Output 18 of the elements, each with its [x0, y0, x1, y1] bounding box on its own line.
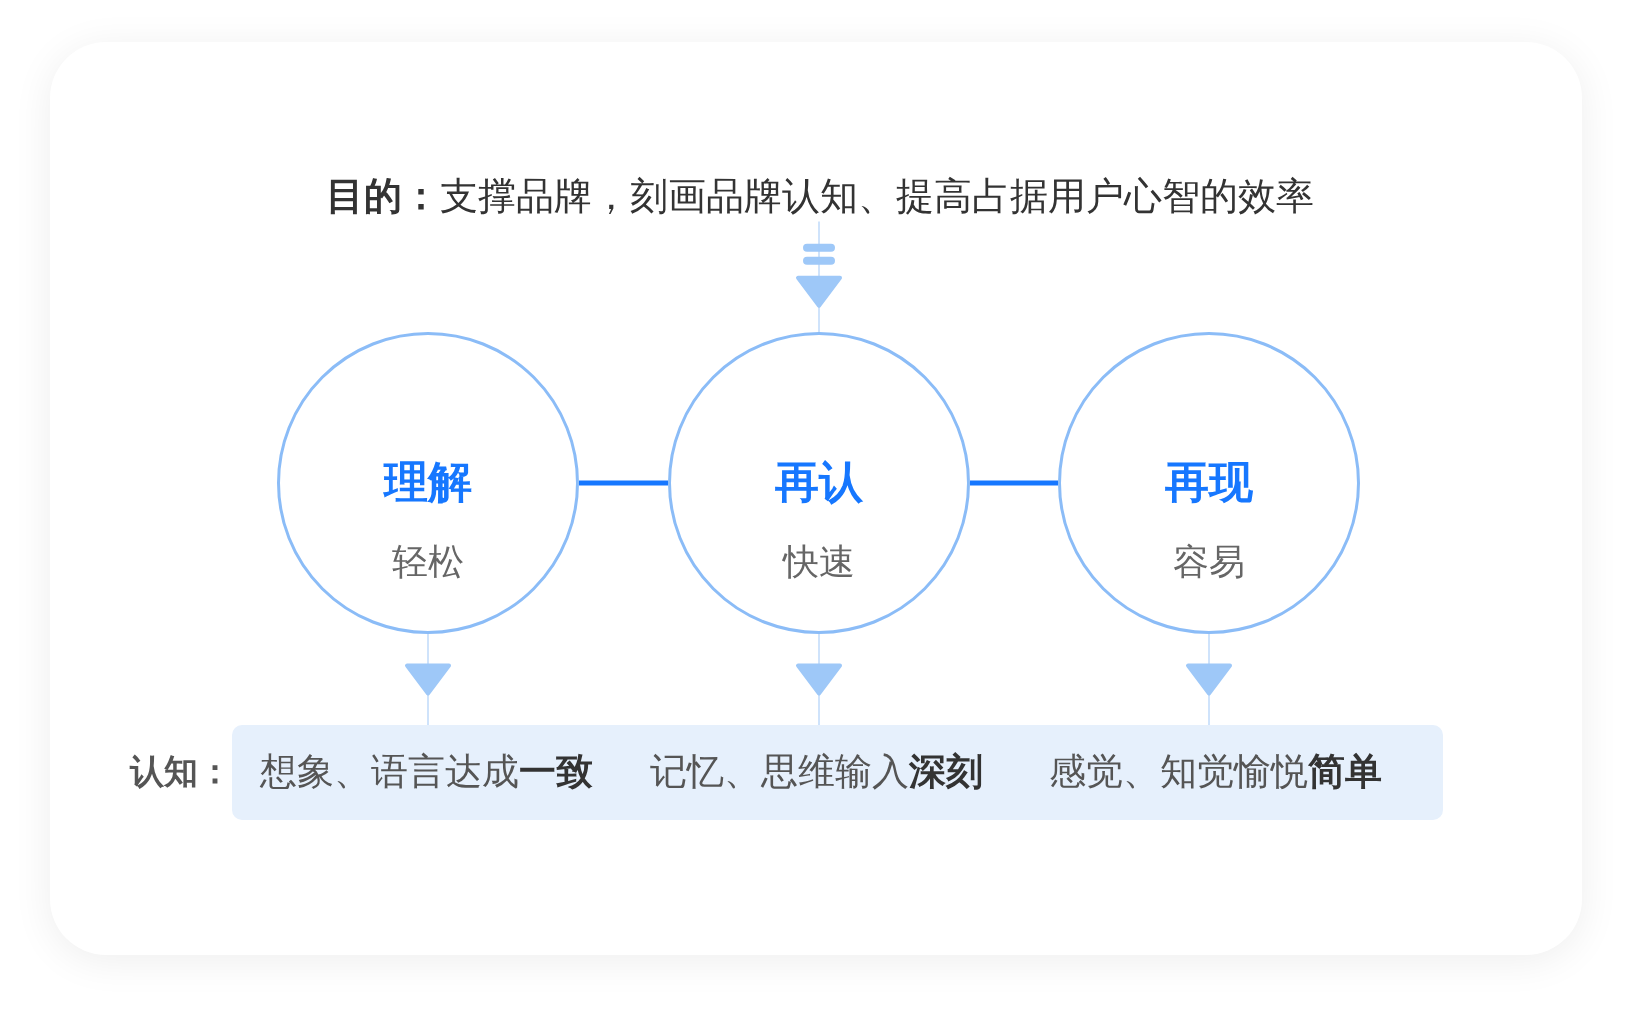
cognition-text: 记忆、思维输入深刻 [650, 749, 983, 795]
stage-subtitle: 容易 [1173, 544, 1245, 580]
cognition-text: 感觉、知觉愉悦简单 [1049, 749, 1382, 795]
stage-heading: 再认 [775, 460, 863, 504]
stage-heading: 理解 [384, 460, 472, 504]
connector-line [970, 480, 1058, 486]
stage-subtitle: 轻松 [392, 544, 464, 580]
cognition-band [232, 725, 1443, 820]
down-arrow [796, 633, 842, 726]
title-text: 目的：支撑品牌，刻画品牌认知、提高占据用户心智的效率 [326, 170, 1314, 222]
connector-line [579, 480, 668, 486]
down-arrow [796, 220, 842, 333]
stage-subtitle: 快速 [783, 544, 855, 580]
stage-heading: 再现 [1165, 460, 1253, 504]
cognition-text: 想象、语言达成一致 [260, 749, 593, 795]
down-arrow [405, 633, 451, 726]
down-arrow [1186, 633, 1232, 726]
side-label: 认知： [130, 750, 232, 793]
